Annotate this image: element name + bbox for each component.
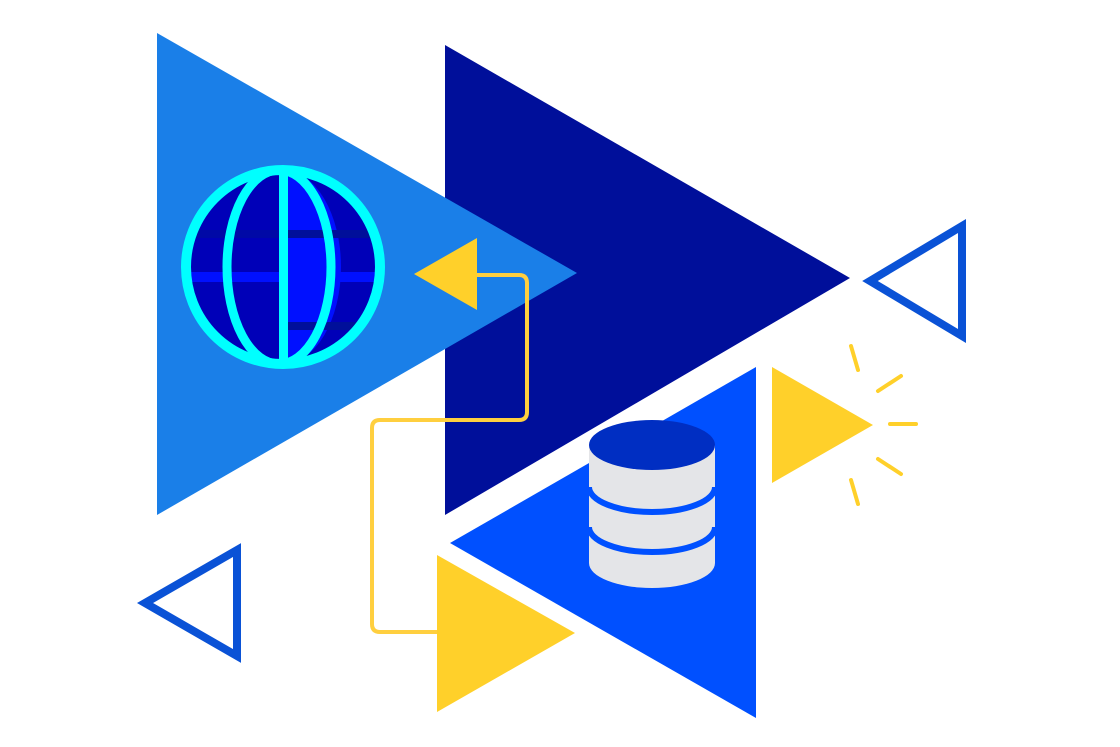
- sparkle-icon: [849, 344, 918, 506]
- yellow-triangle-bottom: [437, 555, 575, 712]
- yellow-arrow-left: [414, 238, 477, 310]
- globe-icon: [181, 165, 385, 369]
- database-icon: [586, 420, 718, 588]
- navy-triangle: [445, 45, 850, 515]
- outline-triangle-right: [862, 218, 966, 344]
- connector-line: [370, 273, 529, 634]
- outline-triangle-left: [136, 543, 241, 663]
- yellow-triangle-right: [772, 367, 873, 483]
